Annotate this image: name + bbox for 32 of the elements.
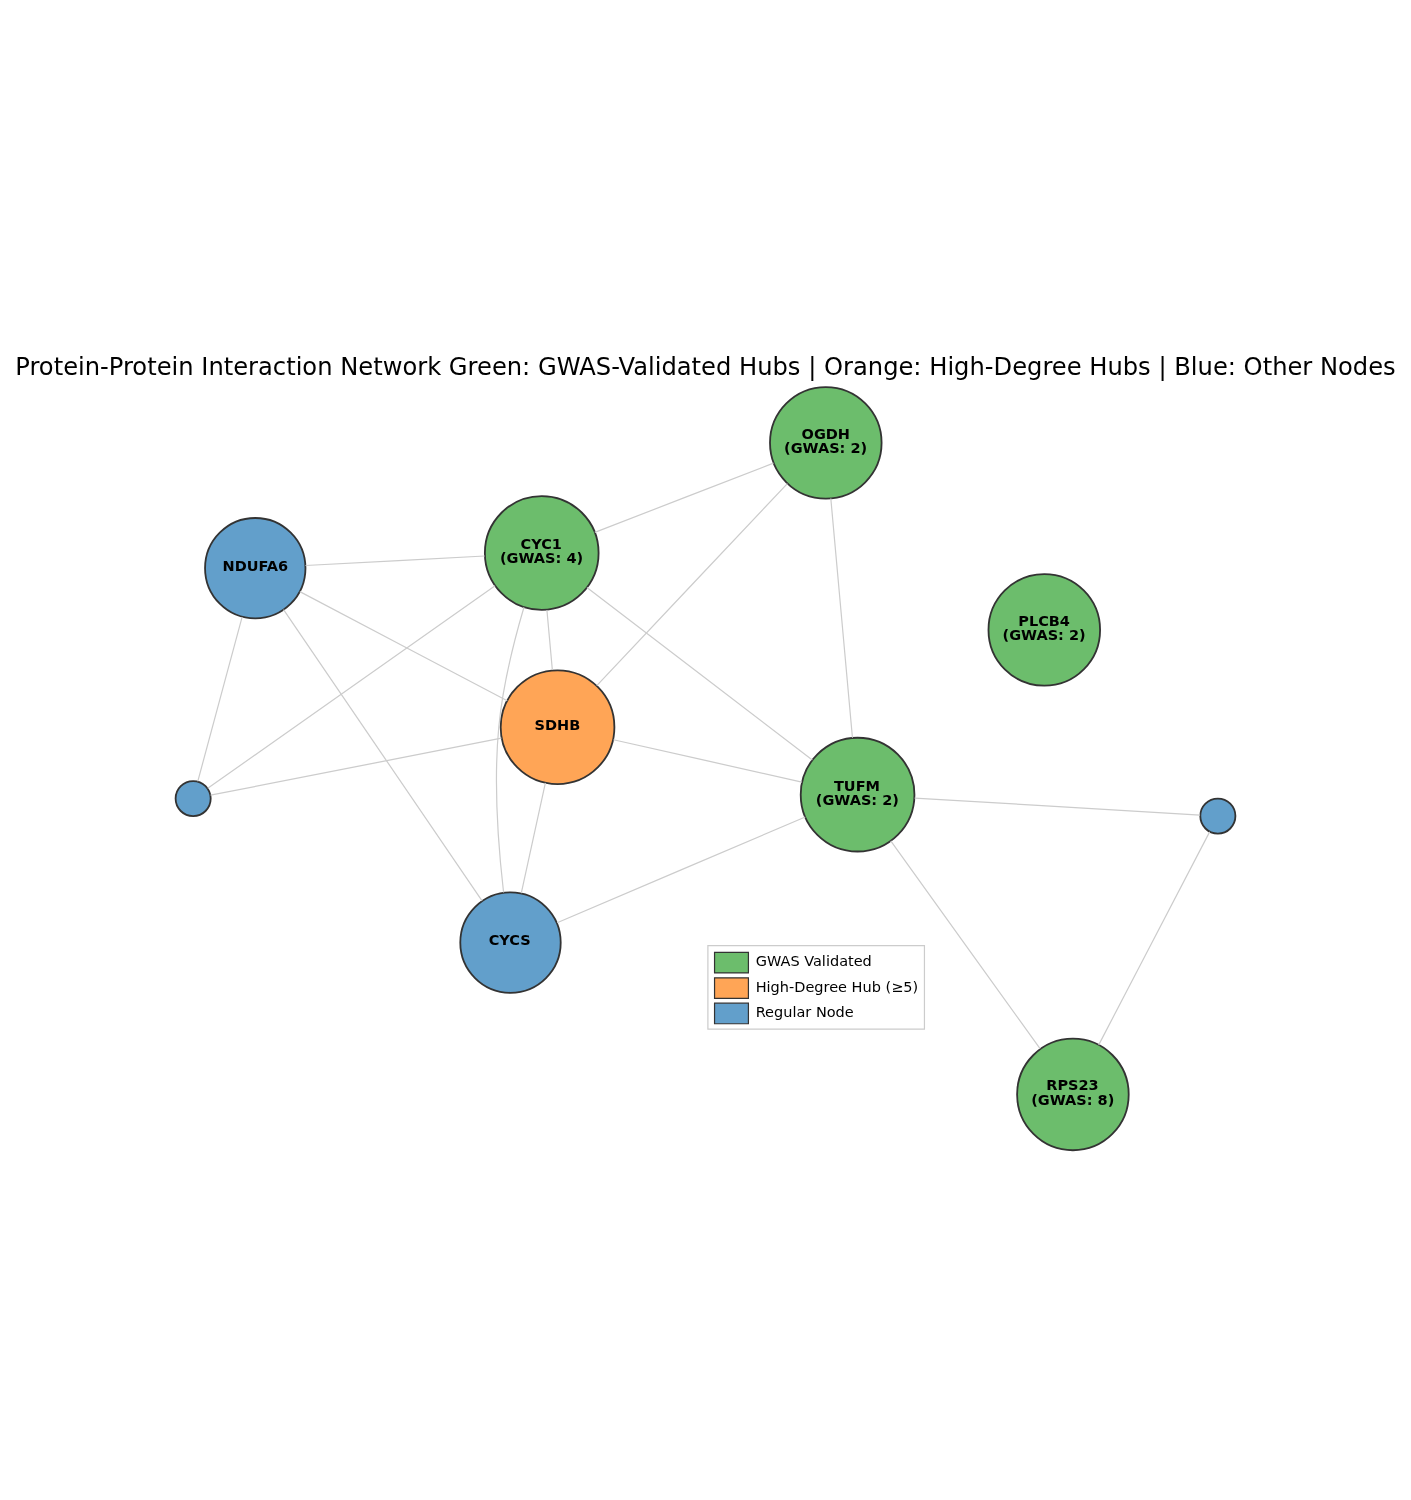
- connector: [612, 738, 803, 783]
- node-circle: OGDH (GWAS: 2): [769, 385, 883, 500]
- connector: [495, 606, 525, 893]
- connector: [209, 737, 502, 796]
- connector: [914, 796, 1201, 816]
- connector: [520, 781, 546, 894]
- node-circle: SDHB: [499, 668, 616, 785]
- connector: [830, 497, 854, 738]
- node-circle: [1199, 797, 1237, 835]
- connector: [282, 608, 483, 902]
- connector: [207, 584, 496, 789]
- node-circle: RPS23 (GWAS: 8): [1016, 1037, 1130, 1151]
- connector: [586, 586, 813, 761]
- connector: [299, 590, 508, 701]
- diagram-title: Protein-Protein Interaction Network Green: GWAS-Validated Hubs | Orange: High-Degree Hubs | Blue: Other Nodes: [15, 352, 1396, 381]
- node-circle: NDUFA6: [204, 516, 307, 619]
- connector: [556, 815, 806, 923]
- legend-label: GWAS Validated: [755, 952, 872, 969]
- legend-label: High-Degree Hub (≥5): [755, 978, 919, 995]
- node-circle: PLCB4 (GWAS: 2): [987, 572, 1101, 687]
- node-circle: CYC1 (GWAS: 4): [483, 494, 600, 611]
- legend-label: Regular Node: [755, 1003, 854, 1020]
- node-circle: CYCS: [459, 891, 562, 994]
- connector: [304, 554, 486, 566]
- connector: [1098, 830, 1211, 1045]
- connector: [197, 615, 243, 782]
- connector: [596, 482, 788, 686]
- connector: [890, 839, 1041, 1049]
- node-circle: TUFM (GWAS: 2): [799, 736, 916, 852]
- connector: [594, 462, 775, 533]
- connector: [546, 608, 553, 671]
- node-circle: [174, 779, 212, 817]
